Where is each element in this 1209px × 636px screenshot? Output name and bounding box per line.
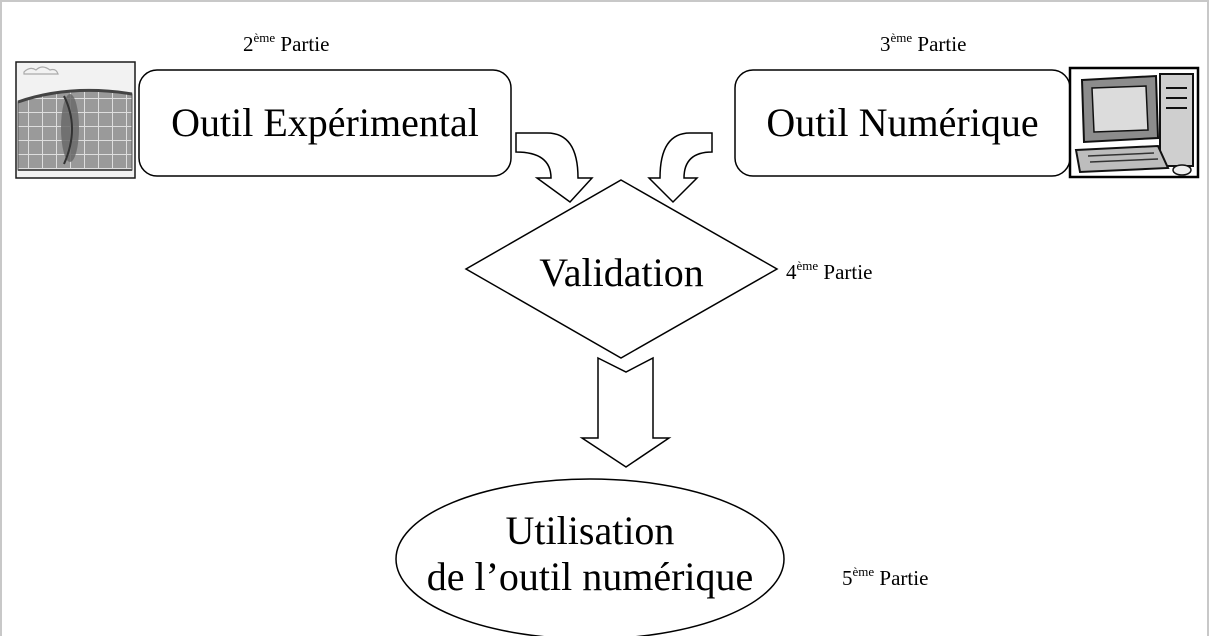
usage-label-line-1: Utilisation: [505, 508, 675, 553]
part-label-5: 5ème Partie: [842, 565, 929, 590]
part-number: 4: [786, 260, 797, 284]
validation-label: Validation: [539, 250, 704, 295]
part-word: Partie: [912, 32, 967, 56]
part-suffix: ème: [890, 30, 913, 45]
part-number: 3: [880, 32, 891, 56]
usage-label: Utilisation de l’outil numérique: [396, 508, 784, 600]
numerical-tool-label: Outil Numérique: [766, 100, 1039, 145]
part-word: Partie: [874, 566, 929, 590]
usage-ellipse: [395, 478, 785, 636]
part-label-3: 3ème Partie: [880, 31, 967, 56]
experimental-tool-box: [138, 69, 512, 177]
part-label-4: 4ème Partie: [786, 259, 873, 284]
curved-arrow-left-icon: [515, 132, 594, 204]
part-suffix: ème: [796, 258, 819, 273]
part-word: Partie: [818, 260, 873, 284]
usage-label-line-2: de l’outil numérique: [426, 554, 754, 599]
curved-arrow-right-icon: [647, 132, 713, 204]
computer-icon: [1068, 66, 1200, 179]
building-icon: [15, 61, 136, 179]
part-number: 2: [243, 32, 254, 56]
part-number: 5: [842, 566, 853, 590]
part-suffix: ème: [852, 564, 875, 579]
part-word: Partie: [275, 32, 330, 56]
validation-diamond: [464, 179, 779, 359]
part-suffix: ème: [253, 30, 276, 45]
down-arrow-icon: [579, 356, 672, 468]
experimental-tool-label: Outil Expérimental: [171, 100, 479, 145]
part-label-2: 2ème Partie: [243, 31, 330, 56]
